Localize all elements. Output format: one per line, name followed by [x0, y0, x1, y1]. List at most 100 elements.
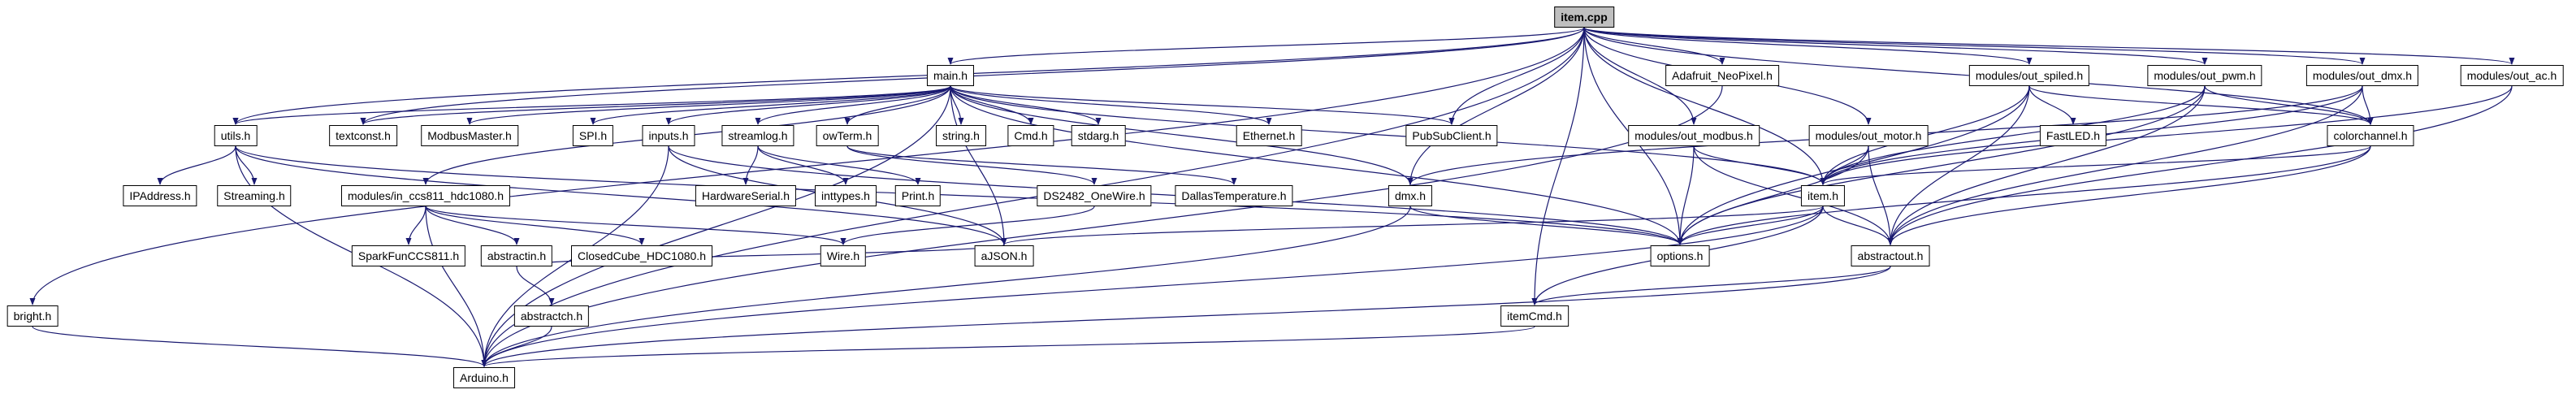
edge-utils-h--streaming-h: [235, 145, 258, 185]
edge-modules-out-pwm-h--colorchannel-h: [2204, 85, 2374, 125]
graph-node-abstractch-h[interactable]: abstractch.h: [513, 305, 590, 327]
edge-abstractout-h--arduino-h: [481, 266, 1891, 367]
edge-streamlog-h--hardwareserial-h: [742, 145, 759, 185]
edge-item-cpp--main-h: [947, 27, 1585, 65]
graph-node-closedcube-hdc1080-h[interactable]: ClosedCube_HDC1080.h: [571, 245, 712, 266]
edge-modules-out-spiled-h--options-h: [1677, 85, 2030, 245]
graph-node-modbusmaster-h[interactable]: ModbusMaster.h: [421, 125, 518, 146]
graph-node-modules-in-ccs811-hdc1080-h[interactable]: modules/in_ccs811_hdc1080.h: [341, 185, 510, 206]
edge-main-h--string-h: [950, 85, 964, 125]
graph-node-inttypes-h[interactable]: inttypes.h: [815, 185, 877, 206]
graph-node-modules-out-motor-h[interactable]: modules/out_motor.h: [1808, 125, 1929, 146]
graph-node-ajson-h[interactable]: aJSON.h: [974, 245, 1034, 266]
edge-modules-out-modbus-h--options-h: [1677, 145, 1695, 245]
edge-item-cpp--itemcmd-h: [1531, 27, 1585, 305]
edge-item-cpp--modules-out-spiled-h: [1583, 27, 2033, 65]
edge-modules-out-spiled-h--fastled-h: [2028, 85, 2076, 125]
graph-node-fastled-h[interactable]: FastLED.h: [2039, 125, 2107, 146]
edge-main-h--owterm-h: [844, 85, 951, 125]
edge-dmx-h--arduino-h: [481, 206, 1411, 367]
graph-node-streaming-h[interactable]: Streaming.h: [217, 185, 292, 206]
edge-abstractout-h--itemcmd-h: [1531, 266, 1891, 305]
graph-node-ipaddress-h[interactable]: IPAddress.h: [123, 185, 197, 206]
edge-owterm-h--dallastemperature-h: [846, 145, 1237, 185]
graph-node-pubsubclient-h[interactable]: PubSubClient.h: [1405, 125, 1498, 146]
edge-streamlog-h--print-h: [757, 145, 921, 185]
graph-node-modules-out-pwm-h[interactable]: modules/out_pwm.h: [2147, 65, 2262, 86]
graph-node-stdarg-h[interactable]: stdarg.h: [1071, 125, 1126, 146]
graph-node-itemcmd-h[interactable]: itemCmd.h: [1500, 305, 1569, 327]
graph-node-string-h[interactable]: string.h: [936, 125, 986, 146]
graph-node-cmd-h[interactable]: Cmd.h: [1007, 125, 1054, 146]
edge-main-h--textconst-h: [360, 85, 951, 125]
graph-node-modules-out-modbus-h[interactable]: modules/out_modbus.h: [1628, 125, 1760, 146]
graph-node-owterm-h[interactable]: owTerm.h: [816, 125, 879, 146]
edge-main-h--streamlog-h: [755, 85, 951, 125]
edge-item-cpp--adafruit-neopixel-h: [1583, 27, 1725, 65]
edge-utils-h--ipaddress-h: [157, 145, 236, 185]
edge-main-h--inputs-h: [665, 85, 951, 125]
graph-node-options-h[interactable]: options.h: [1650, 245, 1710, 266]
edge-item-h--options-h: [1677, 206, 1824, 245]
graph-node-sparkfunccs811-h[interactable]: SparkFunCCS811.h: [351, 245, 466, 266]
graph-node-adafruit-neopixel-h[interactable]: Adafruit_NeoPixel.h: [1665, 65, 1779, 86]
graph-node-modules-out-ac-h[interactable]: modules/out_ac.h: [2460, 65, 2564, 86]
edge-modules-out-ac-h--abstractout-h: [1887, 85, 2513, 245]
edge-colorchannel-h--abstractout-h: [1887, 145, 2371, 245]
edge-item-h--ajson-h: [1001, 206, 1824, 245]
edge-modules-out-pwm-h--options-h: [1677, 85, 2206, 245]
edge-modules-out-dmx-h--colorchannel-h: [2362, 85, 2374, 125]
edge-item-cpp--bright-h: [29, 27, 1585, 305]
graph-node-inputs-h[interactable]: inputs.h: [642, 125, 695, 146]
graph-node-abstractout-h[interactable]: abstractout.h: [1851, 245, 1930, 266]
graph-node-abstractin-h[interactable]: abstractin.h: [480, 245, 553, 266]
edge-main-h--pubsubclient-h: [950, 85, 1455, 125]
graph-node-modules-out-dmx-h[interactable]: modules/out_dmx.h: [2305, 65, 2419, 86]
edge-abstractch-h--arduino-h: [481, 326, 552, 367]
graph-node-streamlog-h[interactable]: streamlog.h: [721, 125, 794, 146]
graph-node-item-h[interactable]: item.h: [1800, 185, 1846, 206]
graph-node-hardwareserial-h[interactable]: HardwareSerial.h: [695, 185, 797, 206]
edge-bright-h--arduino-h: [32, 326, 487, 367]
graph-node-textconst-h[interactable]: textconst.h: [329, 125, 397, 146]
edge-modules-out-spiled-h--abstractout-h: [1887, 85, 2030, 245]
edge-main-h--utils-h: [232, 85, 951, 125]
graph-node-dallastemperature-h[interactable]: DallasTemperature.h: [1175, 185, 1293, 206]
graph-node-colorchannel-h[interactable]: colorchannel.h: [2327, 125, 2414, 146]
edge-modules-in-ccs811-hdc1080-h--abstractin-h: [425, 206, 520, 245]
graph-node-modules-out-spiled-h[interactable]: modules/out_spiled.h: [1968, 65, 2090, 86]
graph-node-main-h[interactable]: main.h: [926, 65, 975, 86]
graph-node-item-cpp[interactable]: item.cpp: [1554, 6, 1614, 28]
edge-colorchannel-h--item-h: [1820, 145, 2371, 185]
edge-item-cpp--modules-out-pwm-h: [1583, 27, 2208, 65]
edge-item-cpp--item-h: [1583, 27, 1826, 185]
edge-modules-in-ccs811-hdc1080-h--arduino-h: [425, 206, 487, 367]
edge-modules-out-modbus-h--item-h: [1693, 145, 1826, 185]
edge-modules-out-dmx-h--abstractout-h: [1887, 85, 2363, 245]
edge-itemcmd-h--arduino-h: [481, 326, 1535, 367]
graph-node-arduino-h[interactable]: Arduino.h: [453, 367, 515, 388]
edge-main-h--ajson-h: [950, 85, 1007, 245]
edge-item-h--arduino-h: [481, 206, 1824, 367]
graph-node-wire-h[interactable]: Wire.h: [820, 245, 867, 266]
edge-main-h--spi-h: [590, 85, 951, 125]
edge-main-h--cmd-h: [950, 85, 1034, 125]
edge-modules-in-ccs811-hdc1080-h--wire-h: [425, 206, 846, 245]
edge-modules-in-ccs811-hdc1080-h--sparkfunccs811-h: [405, 206, 426, 245]
graph-node-spi-h[interactable]: SPI.h: [572, 125, 614, 146]
edge-item-cpp--utils-h: [232, 27, 1585, 125]
graph-node-dmx-h[interactable]: dmx.h: [1388, 185, 1433, 206]
edge-modules-out-motor-h--abstractout-h: [1868, 145, 1894, 245]
edge-colorchannel-h--options-h: [1677, 145, 2371, 245]
edge-main-h--modbusmaster-h: [466, 85, 951, 125]
edge-main-h--stdarg-h: [950, 85, 1102, 125]
edge-owterm-h--ds2482-onewire-h: [846, 145, 1098, 185]
graph-node-print-h[interactable]: Print.h: [894, 185, 942, 206]
graph-node-ds2482-onewire-h[interactable]: DS2482_OneWire.h: [1037, 185, 1152, 206]
graph-node-bright-h[interactable]: bright.h: [6, 305, 58, 327]
graph-node-utils-h[interactable]: utils.h: [214, 125, 258, 146]
edge-modules-out-motor-h--item-h: [1820, 145, 1869, 185]
graph-node-ethernet-h[interactable]: Ethernet.h: [1236, 125, 1302, 146]
edge-main-h--ethernet-h: [950, 85, 1272, 125]
edge-main-h--options-h: [950, 85, 1683, 245]
